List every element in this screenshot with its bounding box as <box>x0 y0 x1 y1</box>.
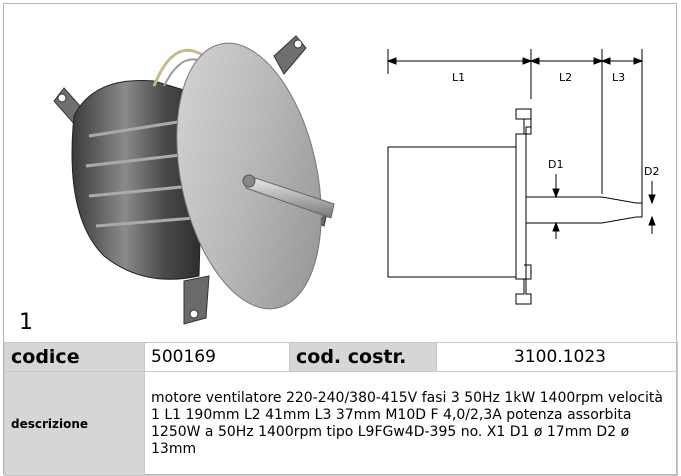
description-value: motore ventilatore 220-240/380-415V fasi… <box>144 371 678 476</box>
code-value: 500169 <box>144 342 290 372</box>
mfr-code-value: 3100.1023 <box>436 342 678 372</box>
product-sheet: L1 L2 L3 D1 D2 1 codice 500169 cod. cost… <box>3 3 678 476</box>
mfr-code-label: cod. costr. <box>289 342 437 372</box>
motor-photo <box>53 35 335 325</box>
label-d1: D1 <box>548 158 563 171</box>
dimension-drawing: L1 L2 L3 D1 D2 <box>386 49 659 305</box>
table-row: descrizione motore ventilatore 220-240/3… <box>4 371 678 476</box>
table-row: codice 500169 cod. costr. 3100.1023 <box>4 342 678 372</box>
label-l3: L3 <box>612 71 625 84</box>
figure-number: 1 <box>19 310 33 335</box>
label-l2: L2 <box>559 71 572 84</box>
code-label: codice <box>4 342 145 372</box>
figure-area: L1 L2 L3 D1 D2 1 <box>4 4 678 342</box>
label-l1: L1 <box>452 71 465 84</box>
label-d2: D2 <box>644 165 659 178</box>
description-label: descrizione <box>4 371 145 476</box>
specs-table: codice 500169 cod. costr. 3100.1023 desc… <box>4 342 678 476</box>
